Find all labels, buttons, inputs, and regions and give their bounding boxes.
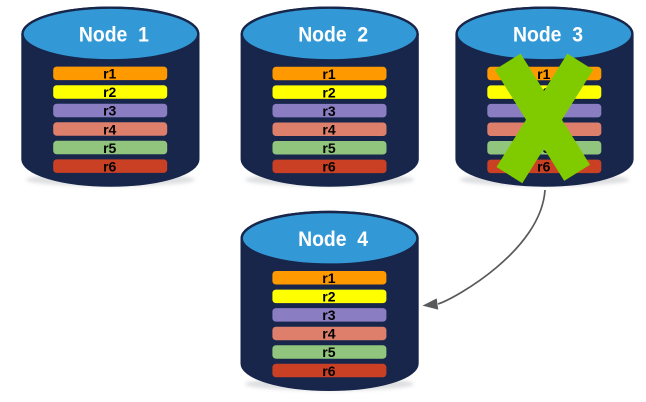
- svg-text:r6: r6: [322, 363, 335, 379]
- svg-text:r5: r5: [322, 344, 335, 360]
- svg-text:Node 1: Node 1: [79, 24, 149, 47]
- svg-text:r1: r1: [322, 66, 335, 82]
- svg-text:r3: r3: [103, 103, 116, 119]
- svg-text:r3: r3: [322, 307, 335, 323]
- svg-text:r5: r5: [322, 140, 335, 156]
- svg-text:r1: r1: [103, 66, 116, 82]
- svg-text:Node 4: Node 4: [298, 228, 368, 251]
- svg-text:r1: r1: [537, 66, 550, 82]
- svg-text:Node 3: Node 3: [513, 24, 583, 47]
- svg-text:r4: r4: [103, 121, 116, 137]
- svg-text:r6: r6: [103, 158, 116, 174]
- svg-text:r2: r2: [322, 289, 335, 305]
- svg-text:r2: r2: [322, 84, 335, 100]
- svg-text:r1: r1: [322, 270, 335, 286]
- svg-text:r6: r6: [537, 159, 550, 175]
- svg-text:r5: r5: [103, 140, 116, 156]
- svg-text:r4: r4: [322, 326, 335, 342]
- svg-text:Node 2: Node 2: [298, 24, 368, 47]
- svg-text:r3: r3: [322, 103, 335, 119]
- svg-text:r6: r6: [322, 159, 335, 175]
- svg-text:r4: r4: [322, 122, 335, 138]
- svg-text:r2: r2: [103, 84, 116, 100]
